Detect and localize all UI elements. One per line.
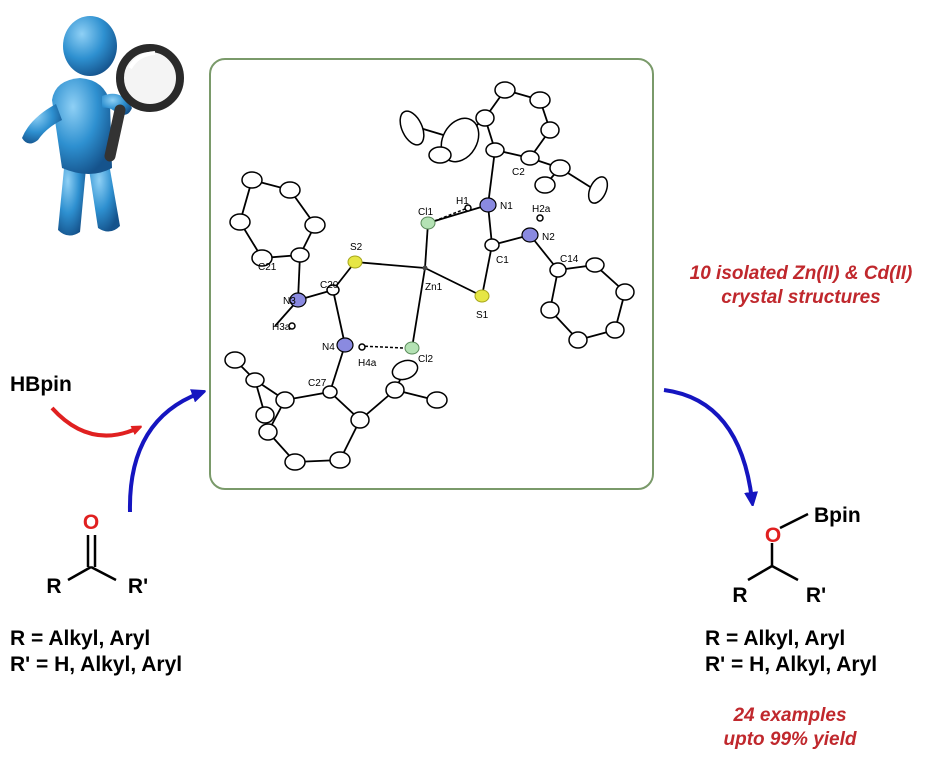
person-with-magnifier-icon bbox=[22, 16, 184, 236]
results-note-line1: 24 examples bbox=[733, 705, 847, 726]
atom-label: Cl2 bbox=[418, 354, 433, 365]
atom-label: C20 bbox=[320, 280, 339, 291]
atom-label: H2a bbox=[532, 204, 551, 215]
product-r-prime: R' bbox=[806, 584, 826, 607]
crystal-structure-frame bbox=[209, 58, 654, 490]
atom-label: Zn1 bbox=[425, 282, 443, 293]
blue-arrow-in bbox=[127, 393, 200, 513]
atom-label: H1 bbox=[456, 196, 469, 207]
product-r: R bbox=[732, 584, 747, 607]
ketone-r-prime: R' bbox=[128, 575, 148, 598]
product-definition-1: R = Alkyl, Aryl bbox=[705, 627, 846, 650]
red-arrow bbox=[50, 406, 138, 438]
blue-arrow-out bbox=[663, 388, 752, 500]
reagent-label: HBpin bbox=[10, 373, 72, 396]
crystal-structure-ortep: Cl1 H1 N1 C2 H2a N2 C1 C14 S2 C21 C20 N3… bbox=[224, 81, 635, 471]
atom-label: N4 bbox=[322, 342, 335, 353]
substrate-definition-1: R = Alkyl, Aryl bbox=[10, 627, 151, 650]
atom-label: S2 bbox=[350, 242, 363, 253]
atom-label: N3 bbox=[283, 296, 296, 307]
results-note: 24 examples upto 99% yield bbox=[690, 704, 890, 752]
ketone-r: R bbox=[46, 575, 61, 598]
substrate-definition-2: R' = H, Alkyl, Aryl bbox=[10, 653, 183, 676]
atom-label: N2 bbox=[542, 232, 555, 243]
catalyst-note-line2: crystal structures bbox=[721, 287, 881, 308]
borate-ester-structure: O Bpin R R' bbox=[732, 504, 861, 607]
catalyst-note: 10 isolated Zn(II) & Cd(II) crystal stru… bbox=[658, 262, 944, 310]
atom-label: C21 bbox=[258, 262, 277, 273]
product-bpin: Bpin bbox=[814, 504, 861, 527]
product-definition-2: R' = H, Alkyl, Aryl bbox=[705, 653, 878, 676]
atom-label: N1 bbox=[500, 201, 513, 212]
atom-label: H4a bbox=[358, 358, 377, 369]
ketone-oxygen: O bbox=[83, 511, 99, 534]
atom-label: H3a bbox=[272, 322, 291, 333]
atom-label: C1 bbox=[496, 255, 509, 266]
catalyst-note-line1: 10 isolated Zn(II) & Cd(II) bbox=[689, 263, 913, 284]
atom-label: C14 bbox=[560, 254, 579, 265]
atom-label: S1 bbox=[476, 310, 489, 321]
atom-label: C2 bbox=[512, 167, 525, 178]
atom-label: C27 bbox=[308, 378, 327, 389]
results-note-line2: upto 99% yield bbox=[723, 729, 857, 750]
ketone-structure: O R R' bbox=[46, 511, 148, 598]
product-oxygen: O bbox=[765, 524, 781, 547]
atom-label: Cl1 bbox=[418, 207, 433, 218]
